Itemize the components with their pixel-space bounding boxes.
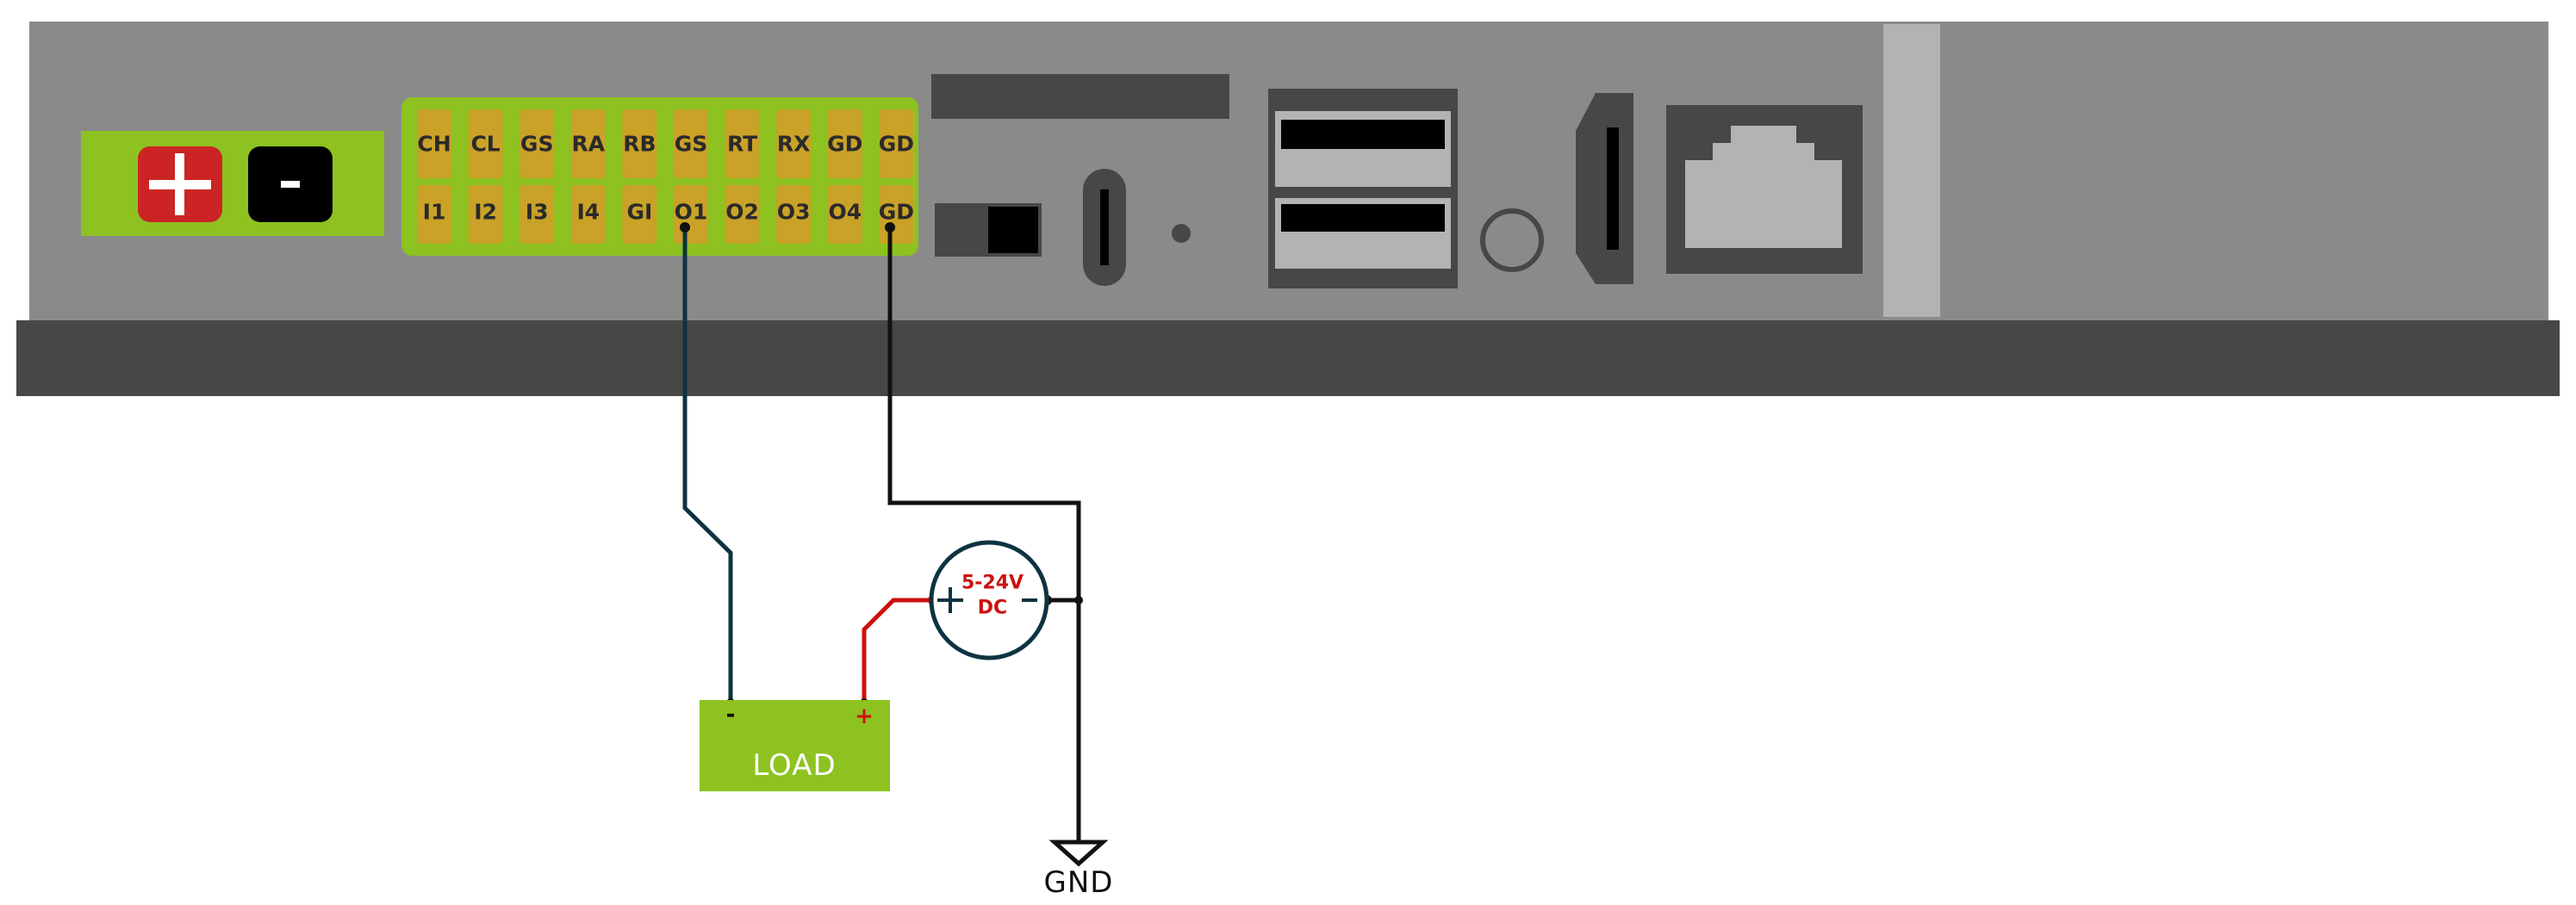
header-pin-label: RB	[623, 132, 656, 157]
dc-source-voltage-label: 5-24V	[961, 573, 1024, 594]
sd-card-slot[interactable]	[931, 74, 1229, 119]
header-pin-label: GI	[626, 200, 652, 225]
enclosure-divider-strip	[1883, 24, 1940, 317]
hdmi-port[interactable]	[1576, 93, 1633, 284]
wire-gd-to-source-minus	[887, 227, 1081, 600]
header-pin-label: GD	[827, 132, 862, 157]
header-pin[interactable]	[622, 109, 657, 178]
load-box	[700, 700, 890, 791]
header-pin[interactable]	[622, 185, 657, 244]
junction-ground-node	[1074, 596, 1083, 604]
header-pin-label: RT	[727, 132, 757, 157]
load-minus-label: -	[726, 702, 736, 728]
header-pin-label: RA	[571, 132, 605, 157]
header-pin-label: CH	[417, 132, 451, 157]
enclosure-base	[16, 320, 2560, 396]
header-pin[interactable]	[879, 109, 914, 178]
status-led	[1172, 224, 1191, 243]
dc-source-circle	[929, 540, 1049, 660]
ground-icon	[1048, 840, 1109, 867]
power-terminal-block	[81, 131, 384, 236]
header-pin[interactable]	[570, 185, 606, 244]
ground-symbol: GND	[1044, 840, 1114, 900]
header-pin-label: CL	[470, 132, 500, 157]
header-pin-label: I4	[576, 200, 600, 225]
header-pin-label: O1	[675, 200, 708, 225]
ground-label: GND	[1044, 865, 1114, 900]
minus-icon	[281, 181, 300, 188]
audio-jack[interactable]	[1480, 208, 1544, 272]
header-pin[interactable]	[674, 109, 708, 178]
io-header: CH CL GS RA RB GS RT RX GD GD I1 I2 I3 I4 GI O1 O2 O3 O4 G…	[401, 97, 918, 256]
slide-switch-knob[interactable]	[988, 207, 1038, 253]
usb-a-port-top-tongue	[1281, 120, 1445, 149]
header-pin[interactable]	[725, 109, 760, 178]
header-pin-label: I3	[526, 200, 549, 225]
header-pin[interactable]	[417, 185, 451, 244]
usb-a-port-bottom-tongue	[1281, 204, 1445, 232]
header-pin[interactable]	[827, 185, 862, 244]
dc-voltage-source: 5-24V DC	[929, 540, 1049, 660]
header-pin-label: O2	[725, 200, 759, 225]
wire-load-plus-to-source-plus	[862, 598, 933, 703]
header-pin-label: O4	[828, 200, 862, 225]
wires	[680, 222, 1083, 842]
ethernet-port-socket	[1685, 126, 1842, 248]
header-pin-label: GS	[675, 132, 708, 157]
dc-source-type-label: DC	[978, 598, 1007, 619]
load-plus-label: +	[855, 704, 874, 729]
header-pin[interactable]	[827, 109, 862, 178]
wire-o1-to-load-minus	[682, 227, 733, 703]
header-pin-label: O3	[777, 200, 811, 225]
load-label: LOAD	[752, 748, 836, 783]
header-pin-label: GD	[879, 132, 914, 157]
power-terminal-body	[81, 131, 384, 236]
header-pin[interactable]	[776, 109, 812, 178]
header-pin[interactable]	[468, 185, 503, 244]
header-pin[interactable]	[725, 185, 760, 244]
header-pin[interactable]	[570, 109, 606, 178]
plus-icon	[149, 153, 211, 215]
header-pin-label: I1	[423, 200, 446, 225]
junction-o1	[680, 222, 690, 232]
header-pin-label: RX	[777, 132, 811, 157]
header-pin[interactable]	[417, 109, 451, 178]
junction-gd	[885, 222, 895, 232]
header-pin[interactable]	[520, 109, 555, 178]
header-pin-label: GD	[879, 200, 914, 225]
header-pin[interactable]	[468, 109, 503, 178]
header-pins-top: CH CL GS RA RB GS RT RX GD GD	[417, 109, 914, 178]
usb-c-port-slot	[1100, 189, 1109, 265]
header-pin-label: GS	[520, 132, 554, 157]
front-panel-ports	[931, 74, 1863, 288]
header-pin[interactable]	[776, 185, 812, 244]
header-pin[interactable]	[520, 185, 555, 244]
usb-a-port-stack	[1268, 89, 1458, 288]
header-pin-label: I2	[474, 200, 497, 225]
load-block: - + LOAD	[700, 700, 890, 791]
hdmi-port-slot	[1607, 127, 1619, 250]
